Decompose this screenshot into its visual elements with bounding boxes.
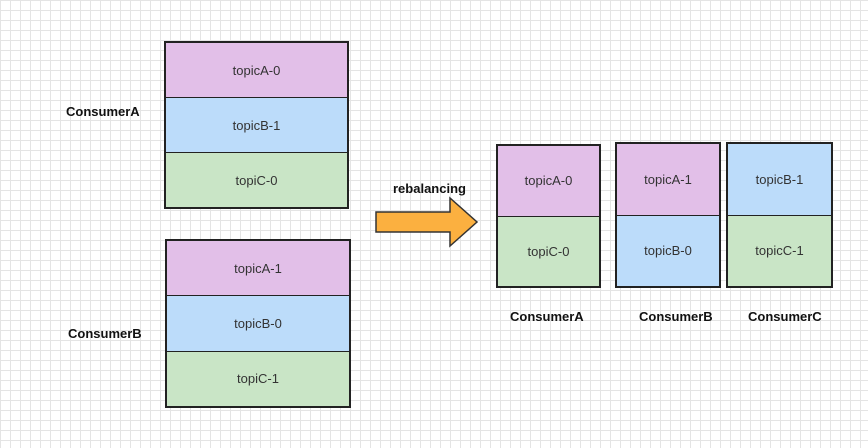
partition-box: topicA-0 bbox=[498, 146, 599, 216]
partition-box: topicA-1 bbox=[617, 144, 719, 215]
partition-box: topiC-1 bbox=[167, 350, 349, 406]
after-consumer-a-stack: topicA-0 topiC-0 bbox=[496, 144, 601, 288]
partition-box: topiC-0 bbox=[166, 152, 347, 207]
partition-box: topicB-0 bbox=[167, 295, 349, 351]
before-consumer-a-label: ConsumerA bbox=[66, 104, 140, 119]
partition-box: topicC-1 bbox=[728, 214, 831, 286]
right-arrow-icon bbox=[375, 196, 479, 248]
after-consumer-a-label: ConsumerA bbox=[510, 309, 584, 324]
after-consumer-c-label: ConsumerC bbox=[748, 309, 822, 324]
rebalancing-label: rebalancing bbox=[393, 181, 466, 196]
after-consumer-b-stack: topicA-1 topicB-0 bbox=[615, 142, 721, 288]
partition-box: topicB-1 bbox=[728, 144, 831, 215]
partition-box: topicB-0 bbox=[617, 214, 719, 286]
after-consumer-b-label: ConsumerB bbox=[639, 309, 713, 324]
partition-box: topicB-1 bbox=[166, 97, 347, 152]
before-consumer-a-stack: topicA-0 topicB-1 topiC-0 bbox=[164, 41, 349, 209]
before-consumer-b-stack: topicA-1 topicB-0 topiC-1 bbox=[165, 239, 351, 408]
partition-box: topicA-0 bbox=[166, 43, 347, 97]
before-consumer-b-label: ConsumerB bbox=[68, 326, 142, 341]
partition-box: topicA-1 bbox=[167, 241, 349, 296]
partition-box: topiC-0 bbox=[498, 215, 599, 286]
after-consumer-c-stack: topicB-1 topicC-1 bbox=[726, 142, 833, 288]
